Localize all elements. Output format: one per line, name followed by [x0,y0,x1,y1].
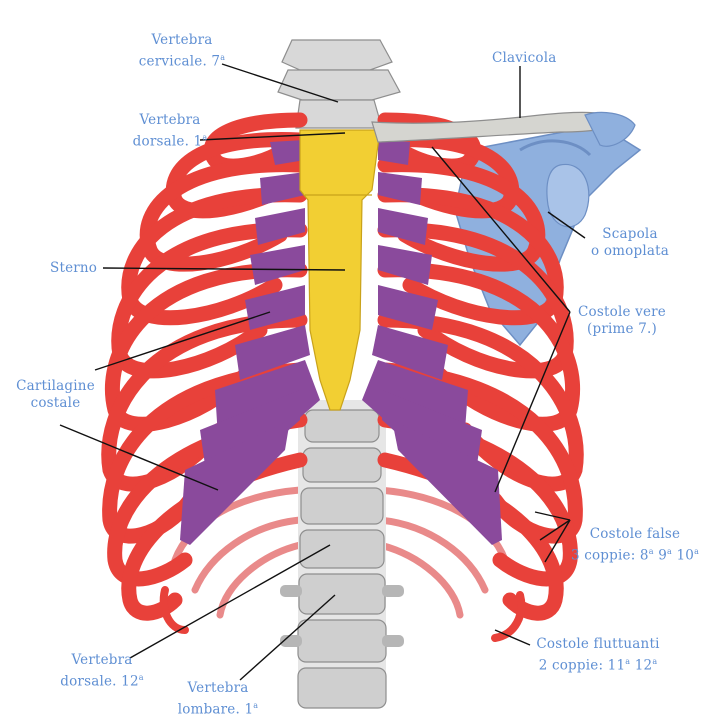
spine [277,39,404,709]
label-costole-fluttuanti: Costole fluttuanti 2 coppie: 11a 12a [528,636,668,675]
label-fluttuanti-sup-a: a [625,657,631,666]
label-cartilagine-costale: Cartilagine costale [8,378,103,412]
label-vertebra-dorsale-1-line2-text: dorsale. 1 [132,133,203,150]
label-vertebra-cervicale-line1: Vertebra [151,32,213,48]
label-costole-false-sup-a: a [648,547,654,556]
label-fluttuanti-line2: 2 coppie: 11a 12a [528,653,668,675]
label-costole-false-line1: Costole false [589,526,681,542]
label-costole-false-text-b: 9 [653,547,667,564]
label-fluttuanti-text-a: 2 coppie: 11 [538,657,626,674]
label-scapola-line1: Scapola [602,226,658,242]
label-costole-false-sup-c: a [694,547,700,556]
label-cartilagine-line1: Cartilagine [16,378,95,394]
label-vertebra-lombare-line1: Vertebra [187,680,249,696]
label-vertebra-cervicale-sup: a [220,53,226,62]
label-vertebra-dorsale-1-line2: dorsale. 1a [120,129,220,151]
clavicle [371,111,636,147]
label-vertebra-dorsale-12-text: dorsale. 12 [60,673,139,690]
label-vertebra-cervicale-line2: cervicale. 7a [132,49,232,71]
label-scapola: Scapola o omoplata [580,226,680,260]
label-clavicola: Clavicola [492,50,557,66]
label-vertebra-dorsale-12: Vertebra dorsale. 12a [52,652,152,691]
label-fluttuanti-line1: Costole fluttuanti [536,636,660,652]
label-vertebra-dorsale-12-line2: dorsale. 12a [52,669,152,691]
label-vertebra-cervicale: Vertebra cervicale. 7a [132,32,232,71]
label-vertebra-lombare-line2: lombare. 1a [168,697,268,719]
label-costole-false-text-c: 10 [671,547,695,564]
label-vertebra-lombare-text: lombare. 1 [177,701,254,718]
label-vertebra-dorsale-1-sup: a [202,133,208,142]
label-vertebra-dorsale-1-line1: Vertebra [139,112,201,128]
label-sterno: Sterno [50,260,98,276]
label-vertebra-cervicale-line2-text: cervicale. 7 [138,53,221,70]
label-vertebra-dorsale-12-line1: Vertebra [71,652,133,668]
label-costole-false: Costole false 3 coppie: 8a 9a 10a [570,526,700,565]
label-costole-false-line2: 3 coppie: 8a 9a 10a [570,543,700,565]
label-vertebra-dorsale-1: Vertebra dorsale. 1a [120,112,220,151]
costal-cartilage [180,140,502,545]
label-scapola-line2: o omoplata [591,243,669,259]
label-vertebra-lombare: Vertebra lombare. 1a [168,680,268,719]
label-costole-vere: Costole vere (prime 7.) [572,304,672,338]
label-costole-vere-line1: Costole vere [578,304,666,320]
label-fluttuanti-sup-b: a [652,657,658,666]
ribs-right [377,112,584,621]
label-costole-false-sup-b: a [667,547,672,556]
label-vertebra-lombare-sup: a [253,701,259,710]
label-costole-vere-line2: (prime 7.) [587,321,657,337]
leader-lines [59,63,586,681]
label-vertebra-dorsale-12-sup: a [138,673,144,682]
label-costole-false-text-a: 3 coppie: 8 [570,547,649,564]
label-fluttuanti-text-b: 12 [630,657,653,674]
label-cartilagine-line2: costale [30,395,81,411]
